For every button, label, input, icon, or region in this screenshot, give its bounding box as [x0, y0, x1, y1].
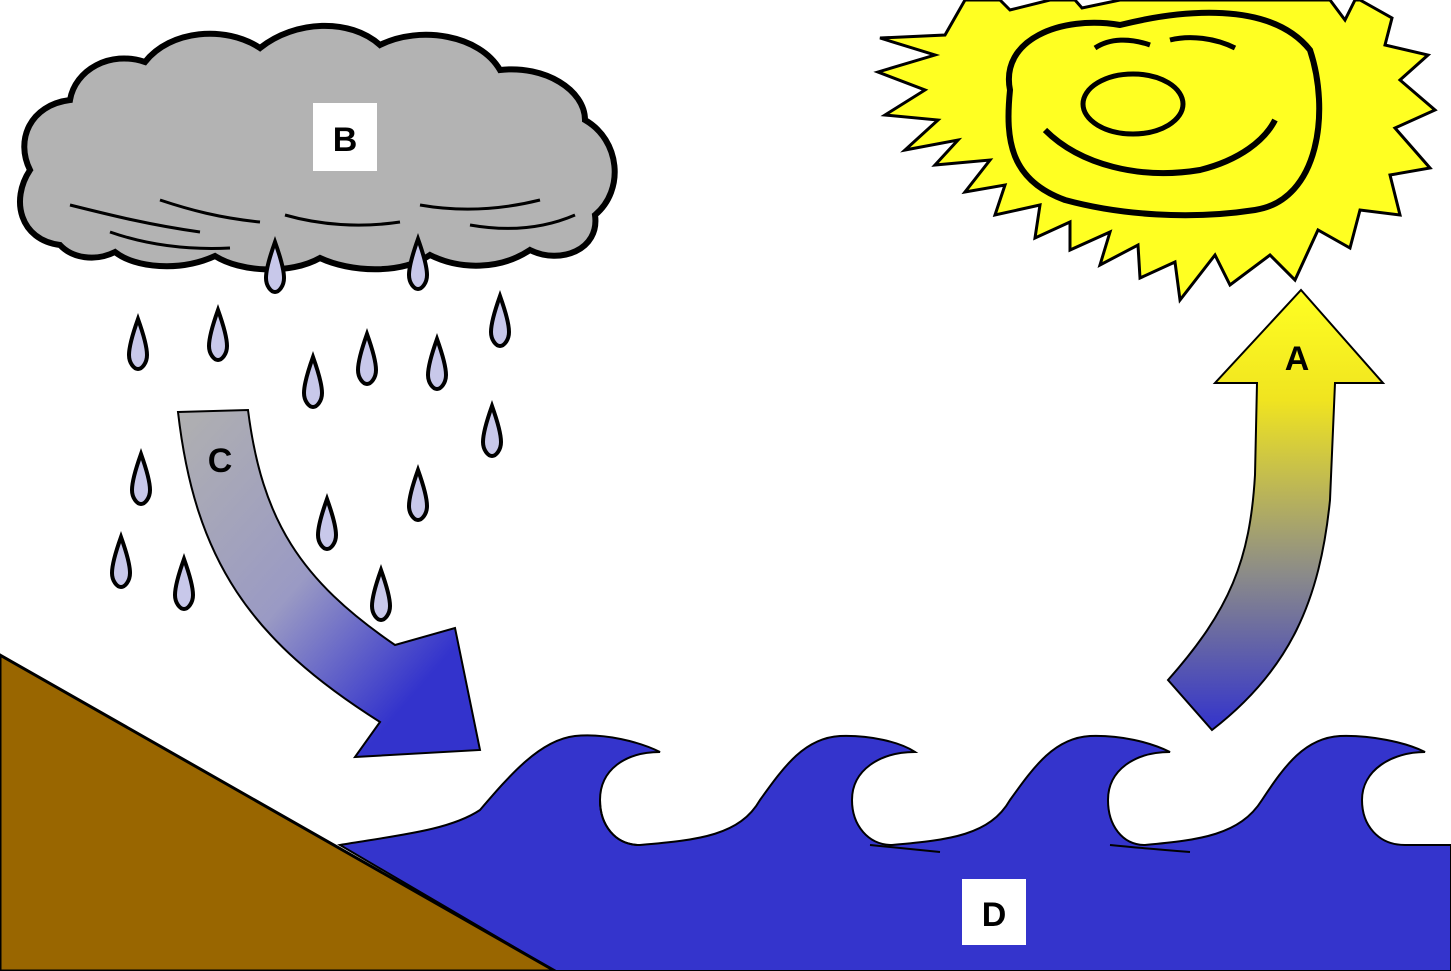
raindrop-icon — [409, 470, 427, 520]
raindrop-icon — [358, 334, 376, 384]
precipitation-arrow: C — [178, 410, 480, 757]
raindrop-icon — [304, 357, 322, 407]
evaporation-arrow: A — [1168, 290, 1383, 730]
raindrop-icon — [112, 537, 130, 587]
land-slope — [0, 655, 555, 971]
label-a: A — [1285, 340, 1310, 378]
label-b: B — [333, 121, 358, 159]
ocean — [340, 735, 1451, 971]
label-d: D — [982, 896, 1007, 934]
raindrop-icon — [318, 499, 336, 549]
raindrop-icon — [132, 454, 150, 504]
raindrop-icon — [483, 406, 501, 456]
raindrop-icon — [428, 339, 446, 389]
raindrop-icon — [175, 559, 193, 609]
raindrop-icon — [129, 319, 147, 369]
smiling-sun-icon — [878, 0, 1435, 300]
rain-cloud-icon: B — [20, 26, 615, 292]
label-c: C — [208, 442, 233, 480]
raindrop-icon — [372, 570, 390, 620]
raindrop-icon — [209, 310, 227, 360]
raindrop-icon — [491, 296, 509, 346]
